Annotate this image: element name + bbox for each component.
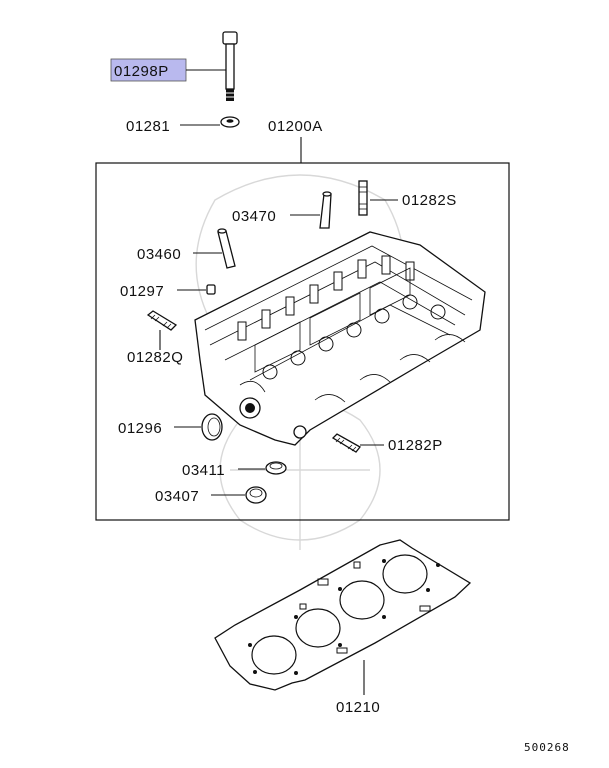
label-stud-top[interactable]: 01282S (402, 192, 457, 209)
label-head-assembly[interactable]: 01200A (268, 118, 323, 135)
stud-top-part[interactable] (358, 180, 368, 216)
label-bolt[interactable]: 01298P (114, 63, 169, 80)
label-washer[interactable]: 01281 (126, 118, 170, 135)
label-seal-a[interactable]: 03411 (182, 462, 225, 479)
reference-code: 500268 (524, 741, 570, 754)
stud-right-part[interactable] (331, 433, 361, 453)
label-plug-small[interactable]: 01297 (120, 283, 164, 300)
label-plug-cup[interactable]: 01296 (118, 420, 162, 437)
cylinder-head-part[interactable] (194, 231, 486, 446)
label-guide-lower[interactable]: 03460 (137, 246, 181, 263)
bolt-part[interactable] (222, 31, 238, 101)
stud-left-part[interactable] (146, 310, 178, 331)
guide-lower-part[interactable] (217, 228, 236, 269)
label-gasket[interactable]: 01210 (336, 699, 380, 716)
washer-part[interactable] (220, 116, 240, 128)
label-stud-right[interactable]: 01282P (388, 437, 443, 454)
seal-a-part[interactable] (265, 461, 287, 475)
label-seal-b[interactable]: 03407 (155, 488, 199, 505)
seal-b-part[interactable] (245, 486, 267, 504)
label-stud-left[interactable]: 01282Q (127, 349, 183, 366)
label-guide-upper[interactable]: 03470 (232, 208, 276, 225)
guide-upper-part[interactable] (319, 191, 332, 229)
head-gasket-part[interactable] (214, 539, 472, 691)
assembly-frame (95, 162, 510, 521)
plug-small-part[interactable] (206, 284, 216, 295)
plug-cup-part[interactable] (201, 413, 223, 441)
